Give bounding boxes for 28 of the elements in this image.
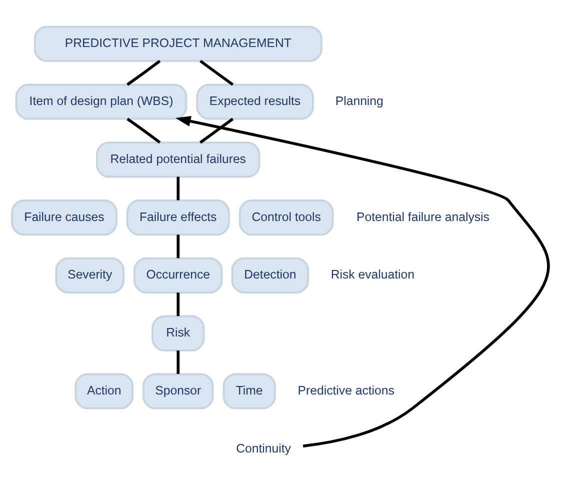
connector: [126, 60, 161, 86]
node-box: Related potential failures: [96, 142, 260, 178]
node-box: Action: [74, 373, 134, 410]
node-box: Sponsor: [142, 373, 214, 410]
node-box: Control tools: [238, 200, 334, 236]
node-box: Occurrence: [134, 257, 223, 294]
node-box: PREDICTIVE PROJECT MANAGEMENT: [34, 26, 322, 62]
connector: [199, 118, 234, 144]
connector: [126, 118, 161, 144]
node-box: Time: [222, 373, 276, 410]
connector: [176, 176, 180, 200]
node-box: Item of design plan (WBS): [15, 84, 188, 120]
node-box: Detection: [231, 257, 310, 294]
node-box: Failure effects: [126, 200, 230, 236]
arrow: [175, 116, 550, 448]
connector: [176, 234, 180, 258]
connector: [176, 350, 180, 374]
label: Potential failure analysis: [356, 210, 490, 224]
connector: [200, 60, 234, 86]
node-box: Failure causes: [11, 200, 118, 236]
label: Risk evaluation: [330, 268, 414, 282]
label: Planning: [335, 94, 384, 108]
node-box: Expected results: [196, 84, 314, 120]
connector: [176, 292, 180, 316]
node-box: Severity: [55, 257, 125, 294]
node-text: Continuity: [236, 441, 291, 456]
node-box: Risk: [152, 315, 205, 352]
label: Predictive actions: [298, 383, 394, 398]
